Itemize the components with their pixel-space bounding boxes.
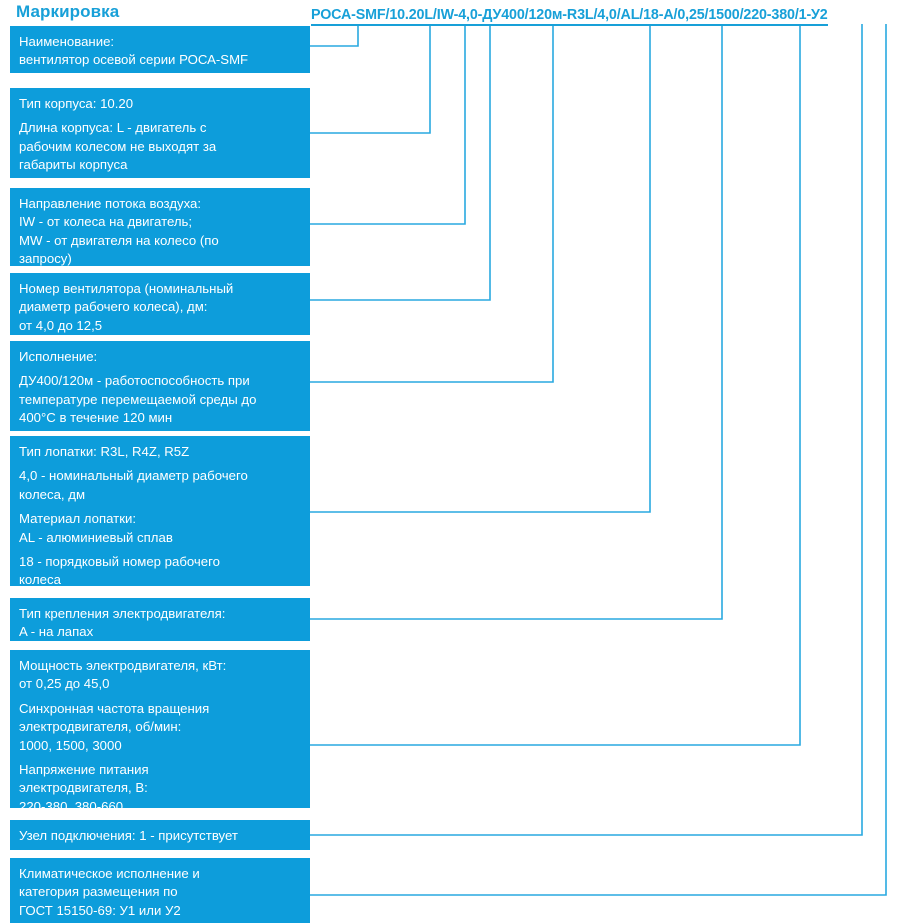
- box-nomer-ventilyatora: Номер вентилятора (номинальный диаметр ра…: [10, 273, 310, 335]
- box-line: колеса, дм: [19, 486, 86, 502]
- box-line: Направление потока воздуха:: [19, 196, 202, 211]
- leader-tip-lopatki: [310, 24, 651, 513]
- box-line: 1000, 1500, 3000: [19, 737, 122, 753]
- box-moshchnost: Мощность электродвигателя, кВт: от 0,25 д…: [10, 650, 310, 814]
- box-line: габариты корпуса: [19, 157, 128, 173]
- box-line: запросу): [19, 251, 72, 267]
- box-line: категория размещения по: [19, 884, 178, 900]
- box-line: IW - от колеса на двигатель;: [19, 214, 193, 230]
- box-naimenovanie: Наименование: вентилятор осевой серии РОС…: [10, 26, 310, 73]
- leader-tip-korpusa: [310, 24, 431, 134]
- leader-napravlenie-potoka: [310, 24, 466, 225]
- box-line: AL - алюминиевый сплав: [19, 529, 173, 545]
- box-line: температуре перемещаемой среды до: [19, 391, 257, 407]
- box-line: Наименование:: [19, 34, 115, 49]
- box-line: Тип лопатки: R3L, R4Z, R5Z: [19, 444, 190, 459]
- box-line: 220-380, 380-660: [19, 798, 124, 814]
- box-line: от 0,25 до 45,0: [19, 676, 110, 692]
- box-uzel-podklyucheniya: Узел подключения: 1 - присутствует: [10, 820, 310, 850]
- box-line: ГОСТ 15150-69: У1 или У2: [19, 902, 181, 918]
- box-klimaticheskoe-ispolnenie: Климатическое исполнение и категория разм…: [10, 858, 310, 923]
- leader-klimaticheskoe-ispolnenie: [310, 24, 887, 896]
- leader-uzel-podklyucheniya: [310, 24, 863, 836]
- box-line: Мощность электродвигателя, кВт:: [19, 658, 227, 673]
- box-line: Тип корпуса: 10.20: [19, 96, 134, 111]
- box-line: колеса: [19, 572, 61, 588]
- leader-moshchnost: [310, 24, 801, 746]
- box-ispolnenie: Исполнение: ДУ400/120м - работоспособност…: [10, 341, 310, 431]
- box-line: Узел подключения: 1 - присутствует: [19, 828, 238, 843]
- box-line: MW - от двигателя на колесо (по: [19, 232, 219, 248]
- box-line: электродвигателя, об/мин:: [19, 719, 182, 735]
- leader-nomer-ventilyatora: [310, 24, 491, 301]
- box-napravlenie-potoka: Направление потока воздуха: IW - от колес…: [10, 188, 310, 266]
- box-line: рабочим колесом не выходят за: [19, 138, 217, 154]
- box-line: 18 - порядковый номер рабочего: [19, 554, 220, 570]
- box-line: вентилятор осевой серии РОСА-SMF: [19, 52, 249, 68]
- leader-ispolnenie: [310, 24, 554, 383]
- box-tip-krepleniya: Тип крепления электродвигателя: A - на ла…: [10, 598, 310, 641]
- page-title: Маркировка: [16, 2, 120, 21]
- box-line: 400°С в течение 120 мин: [19, 410, 173, 426]
- box-line: Исполнение:: [19, 349, 98, 364]
- box-line: ДУ400/120м - работоспособность при: [19, 373, 250, 389]
- box-line: от 4,0 до 12,5: [19, 317, 103, 333]
- box-line: Материал лопатки:: [19, 511, 137, 527]
- box-line: A - на лапах: [19, 624, 94, 640]
- box-line: Номер вентилятора (номинальный: [19, 281, 234, 296]
- leader-naimenovanie: [310, 24, 359, 47]
- box-line: электродвигателя, В:: [19, 780, 148, 796]
- leader-tip-krepleniya: [310, 24, 723, 620]
- box-line: диаметр рабочего колеса), дм:: [19, 299, 208, 315]
- box-line: Длина корпуса: L - двигатель с: [19, 120, 207, 136]
- box-line: Тип крепления электродвигателя:: [19, 606, 226, 621]
- product-code: РОСА-SMF/10.20L/IW-4,0-ДУ400/120м-R3L/4,…: [311, 8, 828, 26]
- box-line: Напряжение питания: [19, 762, 149, 778]
- box-tip-lopatki: Тип лопатки: R3L, R4Z, R5Z 4,0 - номиналь…: [10, 436, 310, 588]
- box-line: Климатическое исполнение и: [19, 866, 200, 881]
- box-line: 4,0 - номинальный диаметр рабочего: [19, 468, 248, 484]
- box-line: Синхронная частота вращения: [19, 700, 210, 716]
